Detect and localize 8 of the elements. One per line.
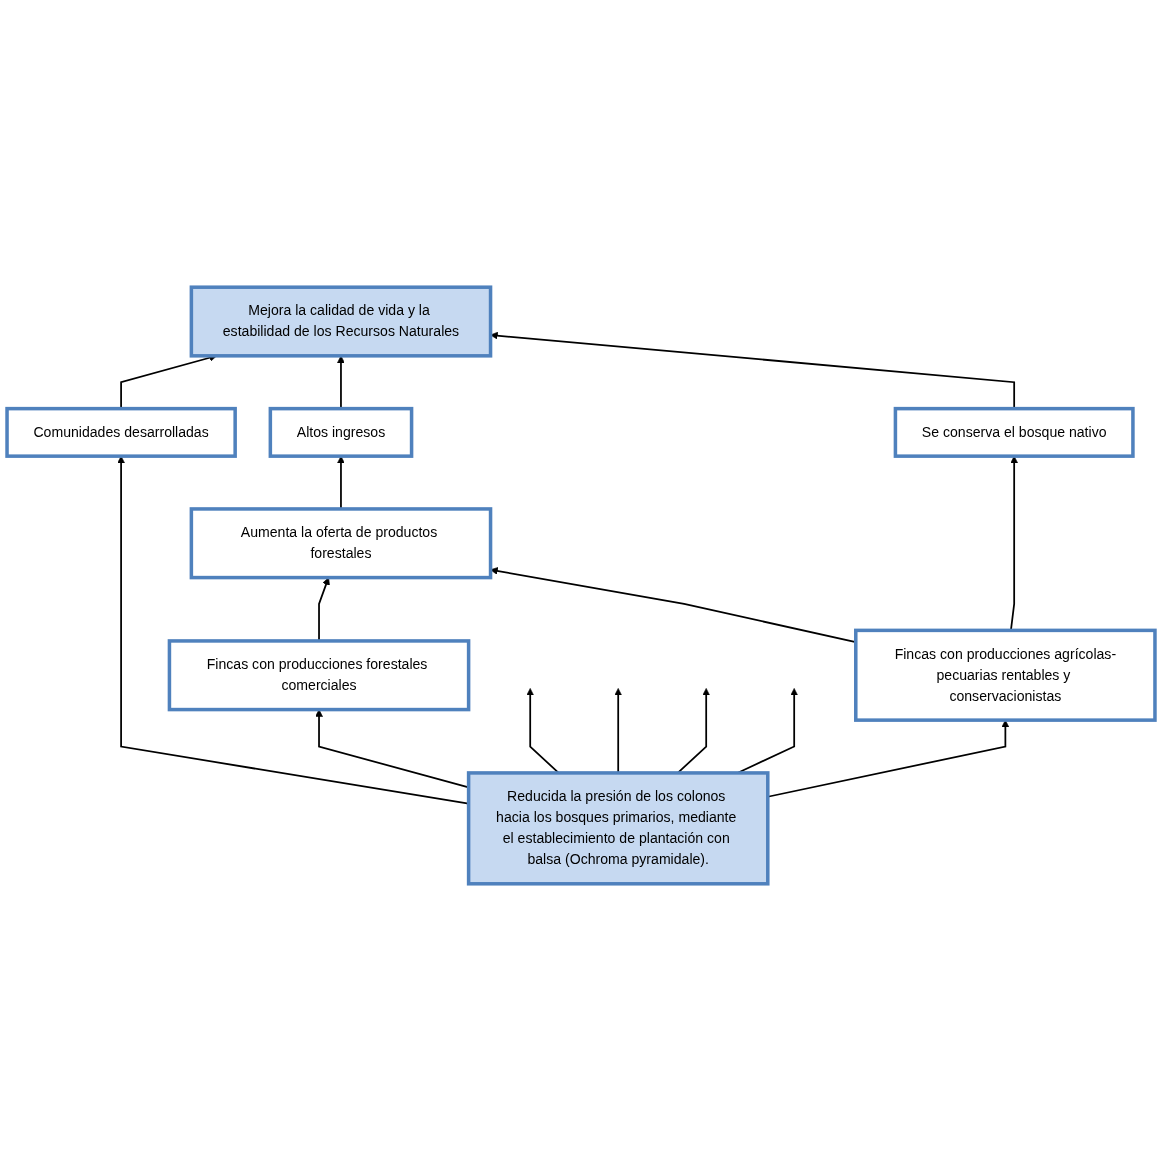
node-box: Altos ingresos (268, 406, 414, 458)
node-box: Reducida la presión de los colonos hacia los bosques primarios, mediante el establecimiento de plantación con balsa (Ochroma pyramidale). (466, 771, 770, 886)
node-box: Fincas con producciones agrícolas-pecuarias rentables y conservacionistas (854, 628, 1157, 722)
node-box: Mejora la calidad de vida y la estabilidad de los Recursos Naturales (189, 285, 493, 358)
node-box: Se conserva el bosque nativo (893, 406, 1135, 458)
node-box: Comunidades desarrolladas (5, 406, 237, 458)
node-box: Fincas con producciones forestales comerciales (167, 639, 471, 712)
node-box: Aumenta la oferta de productos forestales (189, 507, 493, 580)
